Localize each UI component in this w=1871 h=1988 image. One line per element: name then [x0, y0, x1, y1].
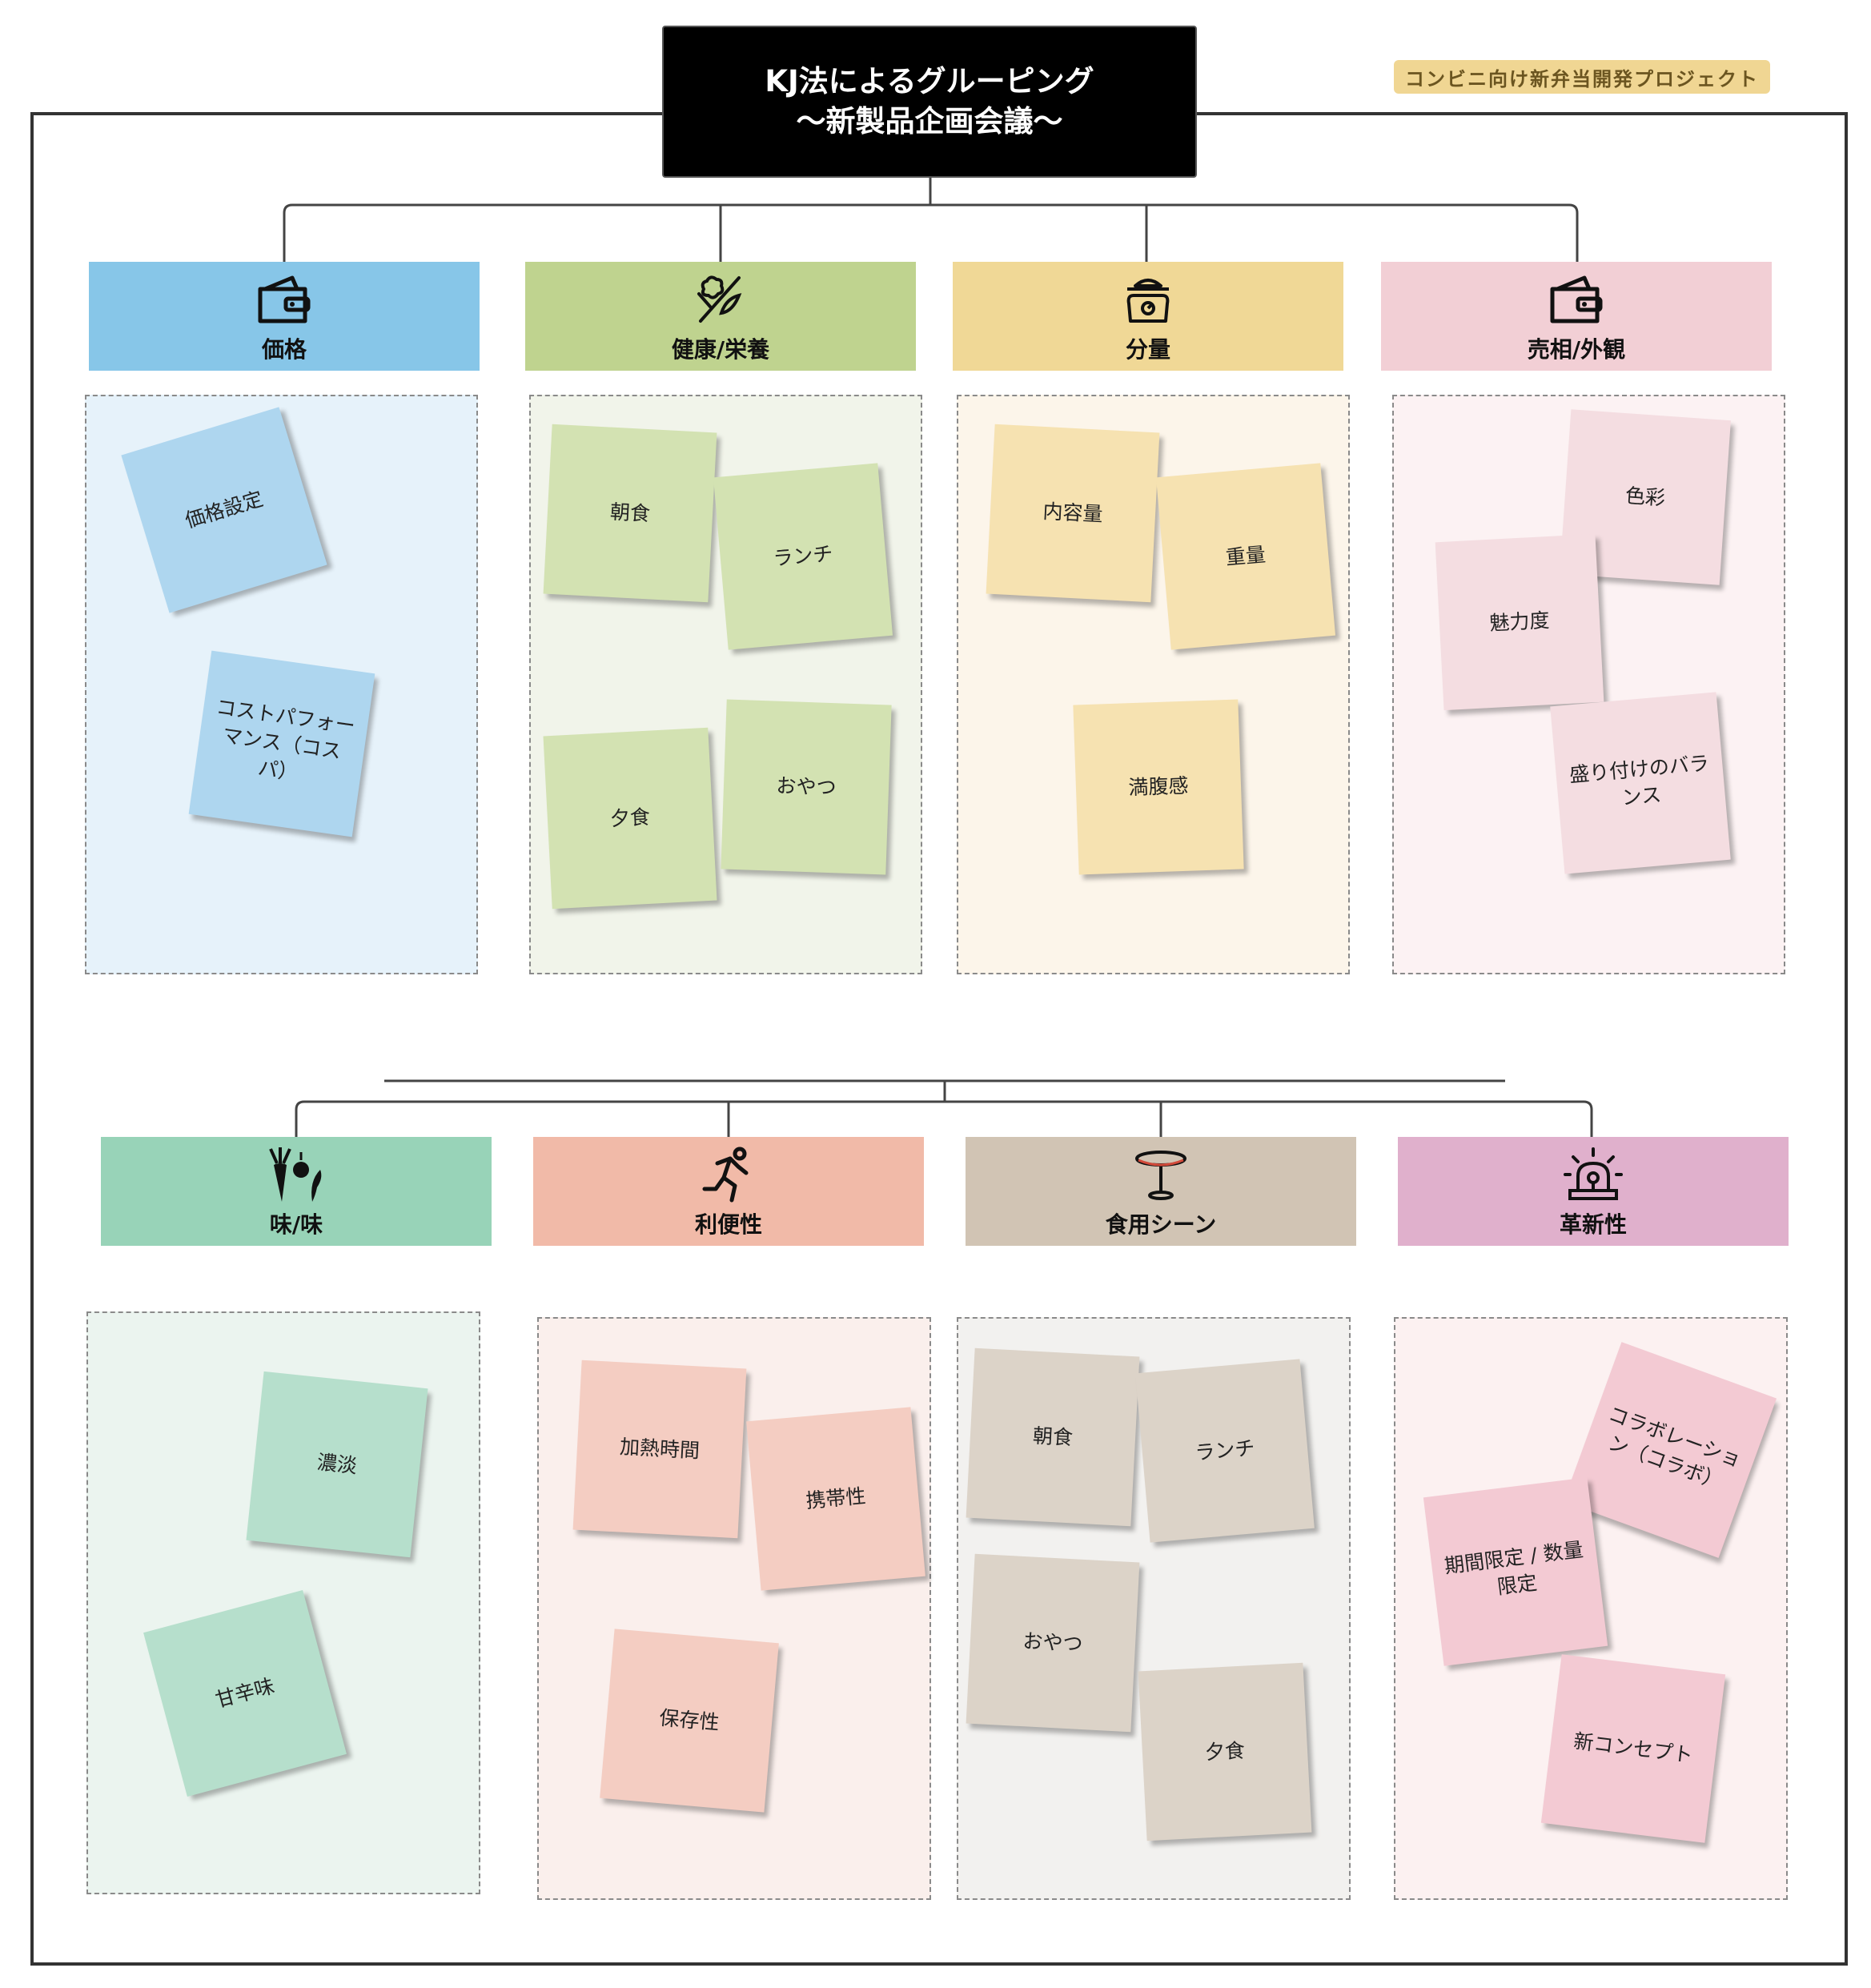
- category-label: 革新性: [1559, 1211, 1627, 1238]
- main-subtitle: ～新製品企画会議～: [796, 104, 1063, 139]
- category-header-scene[interactable]: 食用シーン: [966, 1137, 1356, 1246]
- category-header-convenience[interactable]: 利便性: [533, 1137, 924, 1246]
- category-label: 分量: [1125, 336, 1170, 363]
- bottom-connector: [295, 1081, 1593, 1137]
- vegetables-icon: [264, 1143, 328, 1206]
- wallet-icon: [1548, 268, 1605, 331]
- top-connector: [283, 178, 1579, 264]
- sticky-note[interactable]: おやつ: [721, 699, 892, 875]
- category-label: 利便性: [694, 1211, 762, 1238]
- sticky-note[interactable]: 重量: [1155, 463, 1336, 650]
- sticky-note[interactable]: 内容量: [986, 424, 1160, 603]
- category-header-innovation[interactable]: 革新性: [1398, 1137, 1789, 1246]
- category-header-health[interactable]: 健康/栄養: [525, 262, 916, 371]
- wallet-icon: [255, 268, 313, 331]
- table-icon: [1133, 1143, 1189, 1206]
- sticky-note[interactable]: 期間限定 / 数量限定: [1423, 1477, 1608, 1666]
- running-person-icon: [700, 1143, 757, 1206]
- sticky-note[interactable]: 盛り付けのバランス: [1550, 692, 1731, 874]
- sticky-note[interactable]: 保存性: [600, 1629, 779, 1813]
- vegetables-icon: [693, 268, 749, 331]
- category-header-taste[interactable]: 味/味: [101, 1137, 492, 1246]
- sticky-note[interactable]: 朝食: [966, 1347, 1140, 1527]
- sticky-note[interactable]: 携帯性: [746, 1407, 925, 1591]
- main-title-box[interactable]: KJ法によるグルーピング ～新製品企画会議～: [662, 26, 1197, 178]
- category-header-price[interactable]: 価格: [89, 262, 480, 371]
- sticky-note[interactable]: 朝食: [543, 424, 717, 603]
- sticky-note[interactable]: 加熱時間: [572, 1359, 747, 1539]
- sticky-note[interactable]: おやつ: [966, 1553, 1140, 1733]
- main-title: KJ法によるグルーピング: [765, 64, 1094, 98]
- sticky-note[interactable]: 魅力度: [1435, 533, 1604, 711]
- scale-icon: [1122, 268, 1174, 331]
- sticky-note[interactable]: ランチ: [1135, 1359, 1315, 1543]
- category-label: 味/味: [269, 1211, 323, 1238]
- category-label: 健康/栄養: [671, 336, 770, 363]
- category-label: 売相/外観: [1527, 336, 1626, 363]
- sticky-note[interactable]: 満腹感: [1073, 699, 1244, 875]
- category-label: 価格: [261, 336, 307, 363]
- sticky-note[interactable]: 濃淡: [246, 1371, 428, 1558]
- category-label: 食用シーン: [1105, 1211, 1217, 1238]
- sticky-note[interactable]: 新コンセプト: [1540, 1654, 1726, 1843]
- sticky-note[interactable]: ランチ: [713, 463, 893, 650]
- sticky-note[interactable]: コストパフォーマンス（コスパ）: [188, 650, 375, 837]
- category-header-appearance[interactable]: 売相/外観: [1381, 262, 1772, 371]
- category-header-quantity[interactable]: 分量: [953, 262, 1343, 371]
- project-tag: コンビニ向け新弁当開発プロジェクト: [1394, 60, 1770, 94]
- sticky-note[interactable]: 夕食: [1138, 1662, 1312, 1841]
- alarm-light-icon: [1562, 1143, 1624, 1206]
- sticky-note[interactable]: 夕食: [543, 727, 717, 910]
